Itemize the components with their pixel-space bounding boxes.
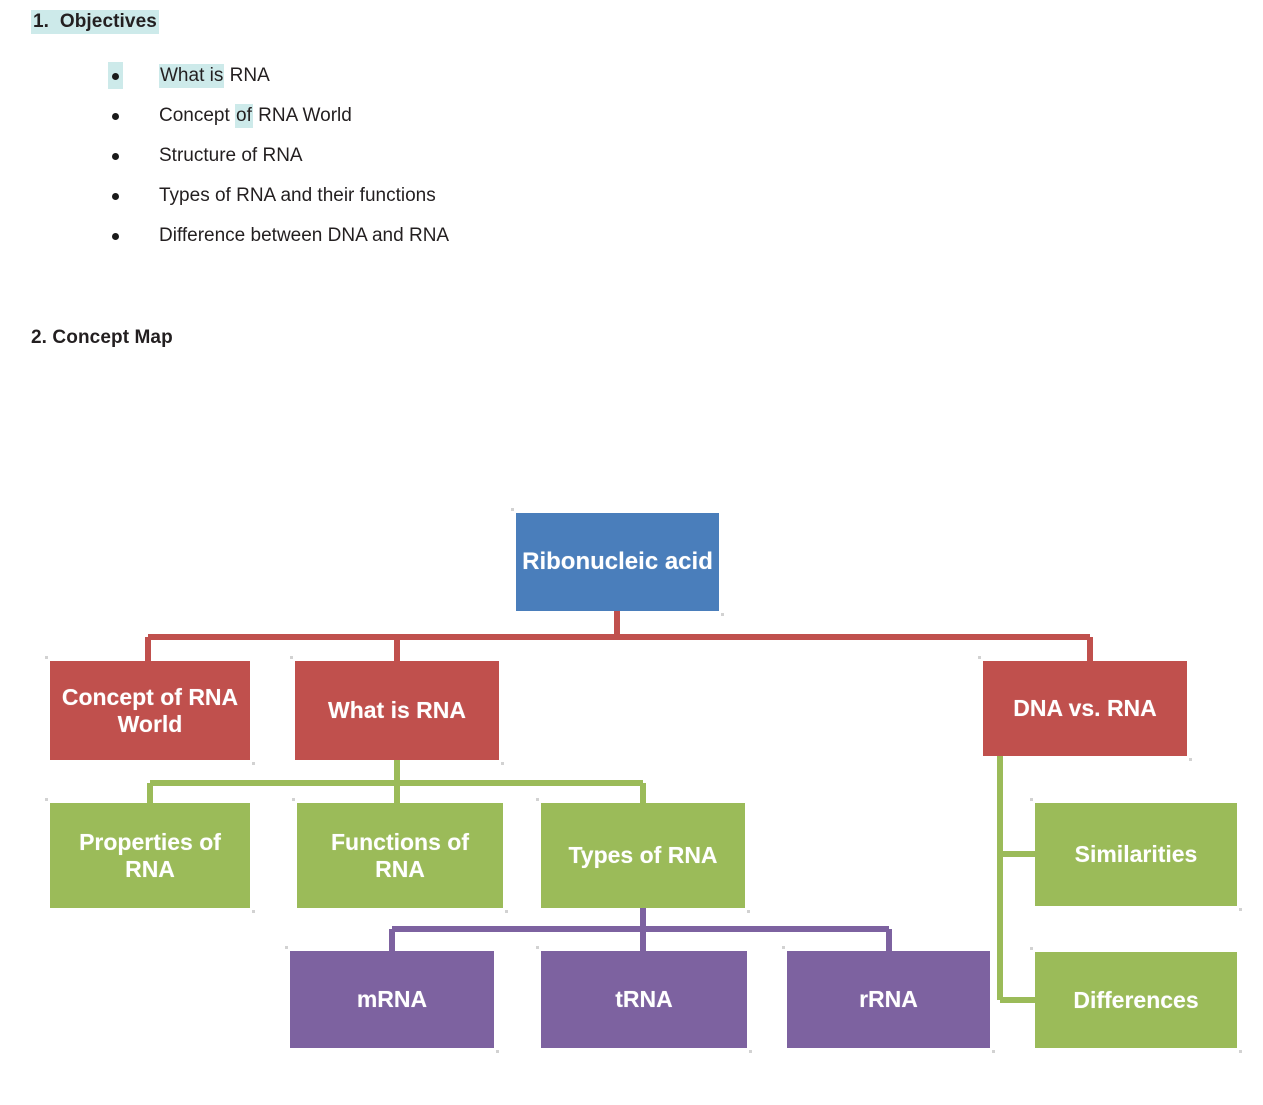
node-label: Differences [1073, 986, 1199, 1013]
node-label: mRNA [356, 986, 428, 1013]
list-item: What is RNA [108, 56, 449, 96]
node-types-of-rna[interactable]: Types of RNA [536, 798, 750, 913]
list-item: Types of RNA and their functions [108, 176, 449, 216]
bullet-dot-icon [112, 153, 119, 160]
node-functions-of-rna[interactable]: Functions of RNA [292, 798, 508, 913]
bullet-dot-icon [112, 73, 119, 80]
bullet-text: RNA [224, 65, 270, 86]
bullet-text: Structure of RNA [159, 145, 303, 166]
node-properties-of-rna[interactable]: Properties of RNA [45, 798, 255, 913]
bullet-dot-icon [112, 193, 119, 200]
list-item: Concept of RNA World [108, 96, 449, 136]
node-label: What is RNA [328, 697, 466, 724]
objectives-number: 1. [33, 11, 50, 32]
objectives-heading: 1. Objectives [31, 10, 159, 34]
bullet-text-highlighted: What is [159, 64, 225, 88]
node-differences[interactable]: Differences [1030, 947, 1242, 1053]
bullet-dot-icon [112, 113, 119, 120]
node-what-is-rna[interactable]: What is RNA [290, 656, 504, 765]
node-label: Properties of RNA [79, 828, 221, 882]
edge-group-red [145, 611, 1093, 661]
concept-map-heading: 2. Concept Map [31, 327, 173, 348]
node-trna[interactable]: tRNA [536, 946, 752, 1053]
bullet-dot-icon [112, 233, 119, 240]
node-label: Types of RNA [568, 842, 718, 869]
node-label: Functions of RNA [331, 828, 469, 882]
bullet-text-highlighted: of [235, 104, 253, 128]
node-label: Concept of RNA World [61, 683, 239, 737]
bullet-text: Concept [159, 105, 236, 126]
node-ribonucleic-acid[interactable]: Ribonucleic acid [511, 508, 724, 616]
bullet-text-tail: RNA World [252, 105, 352, 126]
node-label: DNA vs. RNA [1013, 695, 1157, 722]
edge-group-green-left [147, 760, 646, 803]
node-mrna[interactable]: mRNA [285, 946, 499, 1053]
objectives-title: Objectives [59, 11, 157, 32]
node-concept-of-rna-world[interactable]: Concept of RNA World [45, 656, 255, 765]
node-rrna[interactable]: rRNA [782, 946, 995, 1053]
node-similarities[interactable]: Similarities [1030, 798, 1242, 911]
edge-group-purple [389, 908, 892, 951]
node-label: tRNA [615, 986, 673, 1013]
objectives-bullet-list: What is RNA Concept of RNA World Structu… [108, 56, 449, 256]
node-label: Ribonucleic acid [522, 548, 713, 576]
list-item: Structure of RNA [108, 136, 449, 176]
bullet-text: Difference between DNA and RNA [159, 225, 450, 246]
node-dna-vs-rna[interactable]: DNA vs. RNA [978, 656, 1192, 761]
edge-group-green-right [997, 756, 1035, 1003]
node-label: rRNA [859, 986, 918, 1013]
list-item: Difference between DNA and RNA [108, 216, 449, 256]
bullet-text: Types of RNA and their functions [159, 185, 436, 206]
node-label: Similarities [1074, 841, 1198, 868]
